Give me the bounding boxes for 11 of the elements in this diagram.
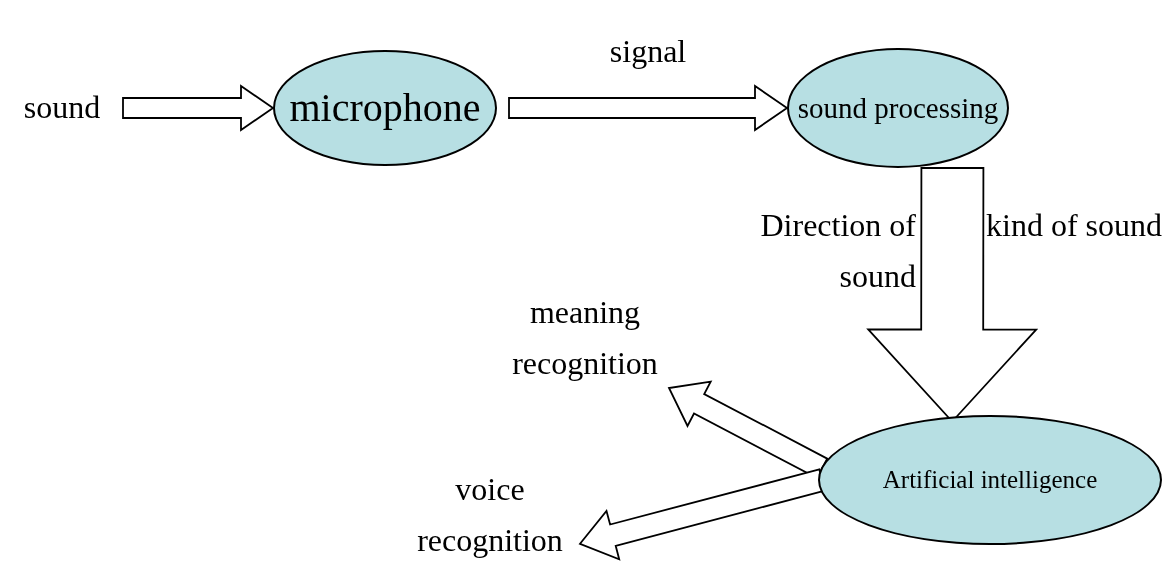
block-arrow: [508, 84, 789, 132]
node-text: meaning recognition: [480, 288, 690, 388]
flow-label: kind of sound: [986, 206, 1162, 245]
node-text: sound: [6, 86, 118, 130]
node-text: voice recognition: [400, 470, 580, 560]
node-text: sound processing: [797, 90, 999, 126]
edge-label: Direction of sound: [759, 206, 916, 297]
edge-label: signal: [608, 32, 688, 71]
node-text: microphone: [289, 84, 481, 132]
block-arrow: [122, 84, 275, 132]
node-text: Artificial intelligence: [882, 465, 1098, 496]
